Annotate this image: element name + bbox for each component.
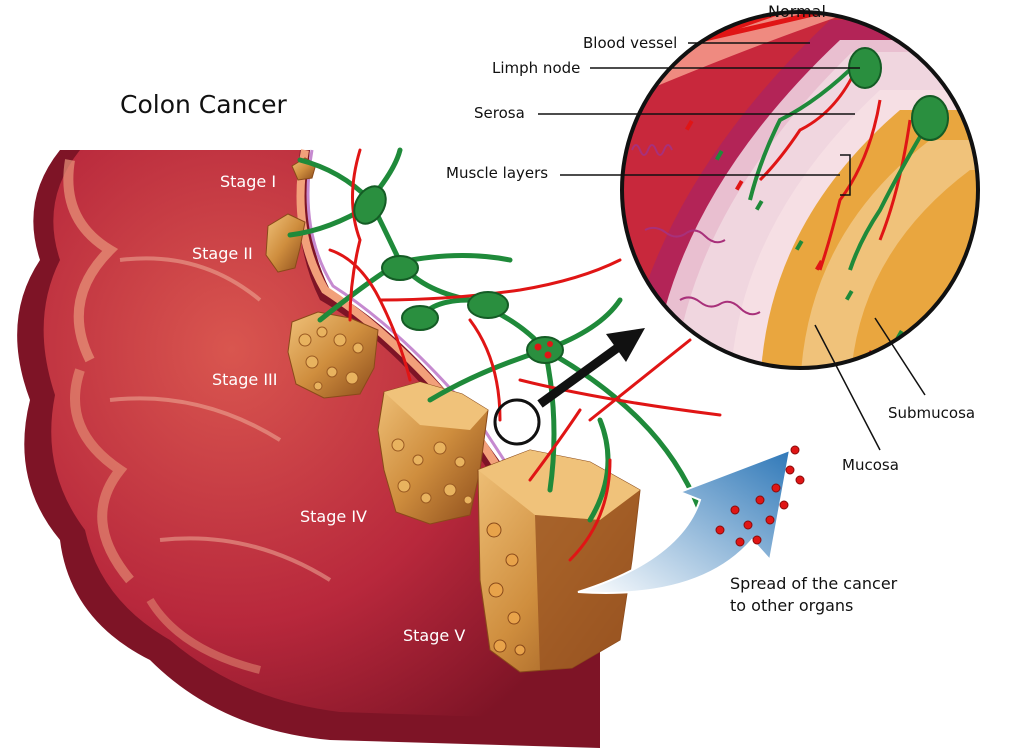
- label-muscle-layers: Muscle layers: [446, 164, 549, 182]
- label-blood-vessel: Blood vessel: [583, 34, 678, 52]
- stage-4-label: Stage IV: [300, 507, 367, 526]
- tumor-stage-3: [287, 311, 379, 399]
- spread-arrow: [577, 445, 805, 594]
- label-limph-node: Limph node: [492, 59, 581, 77]
- stage-5-label: Stage V: [403, 626, 466, 645]
- label-mucosa: Mucosa: [842, 456, 899, 474]
- stage-2-label: Stage II: [192, 244, 253, 263]
- colon-body: [17, 149, 600, 748]
- lymph-nodes: [353, 185, 728, 559]
- magnifier-circle: [493, 398, 541, 446]
- zoom-arrow: [537, 342, 623, 408]
- spread-label-line1: Spread of the cancer: [730, 574, 898, 593]
- label-serosa: Serosa: [474, 104, 525, 122]
- inset-heading: Normal: [768, 2, 826, 21]
- tumor-stage-2: [265, 213, 306, 273]
- spread-label-line2: to other organs: [730, 596, 854, 615]
- page-title: Colon Cancer: [120, 90, 287, 119]
- tumor-stage-4: [377, 381, 489, 525]
- tumor-stage-5: [477, 449, 641, 673]
- label-submucosa: Submucosa: [888, 404, 976, 422]
- label-leader-lines: [538, 42, 926, 451]
- inset-normal-wall: [620, 10, 980, 370]
- stage-3-label: Stage III: [212, 370, 278, 389]
- stage-1-label: Stage I: [220, 172, 277, 191]
